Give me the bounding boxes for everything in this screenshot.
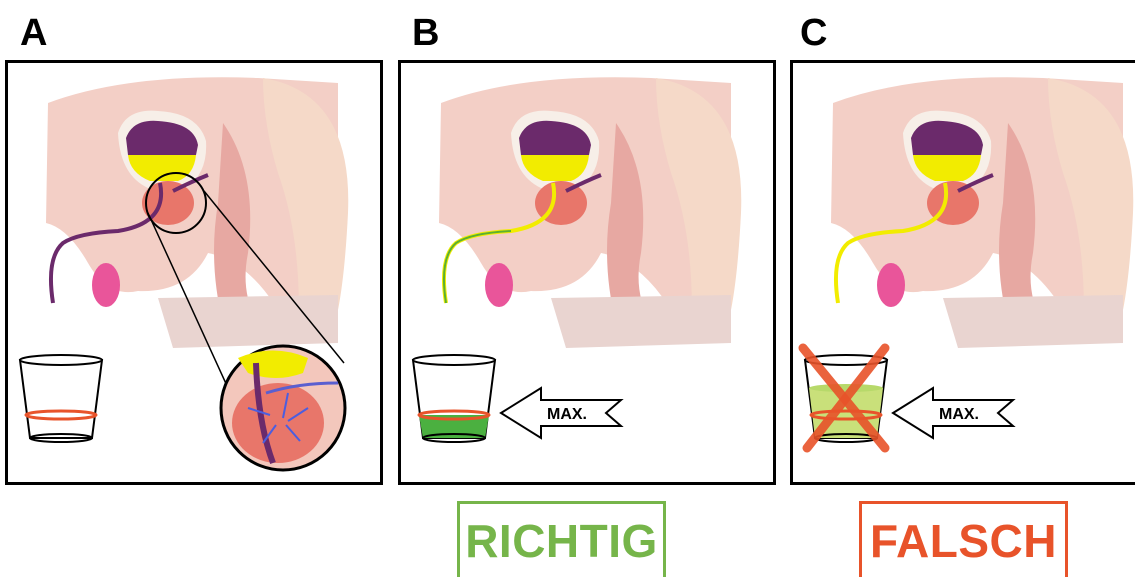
verdict-wrong: FALSCH [859, 501, 1068, 577]
panel-b-illustration: MAX. [401, 63, 776, 485]
panel-b: MAX. [398, 60, 776, 485]
panel-c-max-label: MAX. [939, 406, 979, 423]
panel-a-illustration [8, 63, 383, 485]
panel-b-max-label: MAX. [547, 406, 587, 423]
panel-c-illustration: MAX. [793, 63, 1135, 485]
panel-c: MAX. [790, 60, 1135, 485]
panel-b-letter: B [412, 14, 439, 52]
verdict-correct: RICHTIG [457, 501, 666, 577]
panel-c-letter: C [800, 14, 827, 52]
panel-a-letter: A [20, 14, 47, 52]
panel-a [5, 60, 383, 485]
